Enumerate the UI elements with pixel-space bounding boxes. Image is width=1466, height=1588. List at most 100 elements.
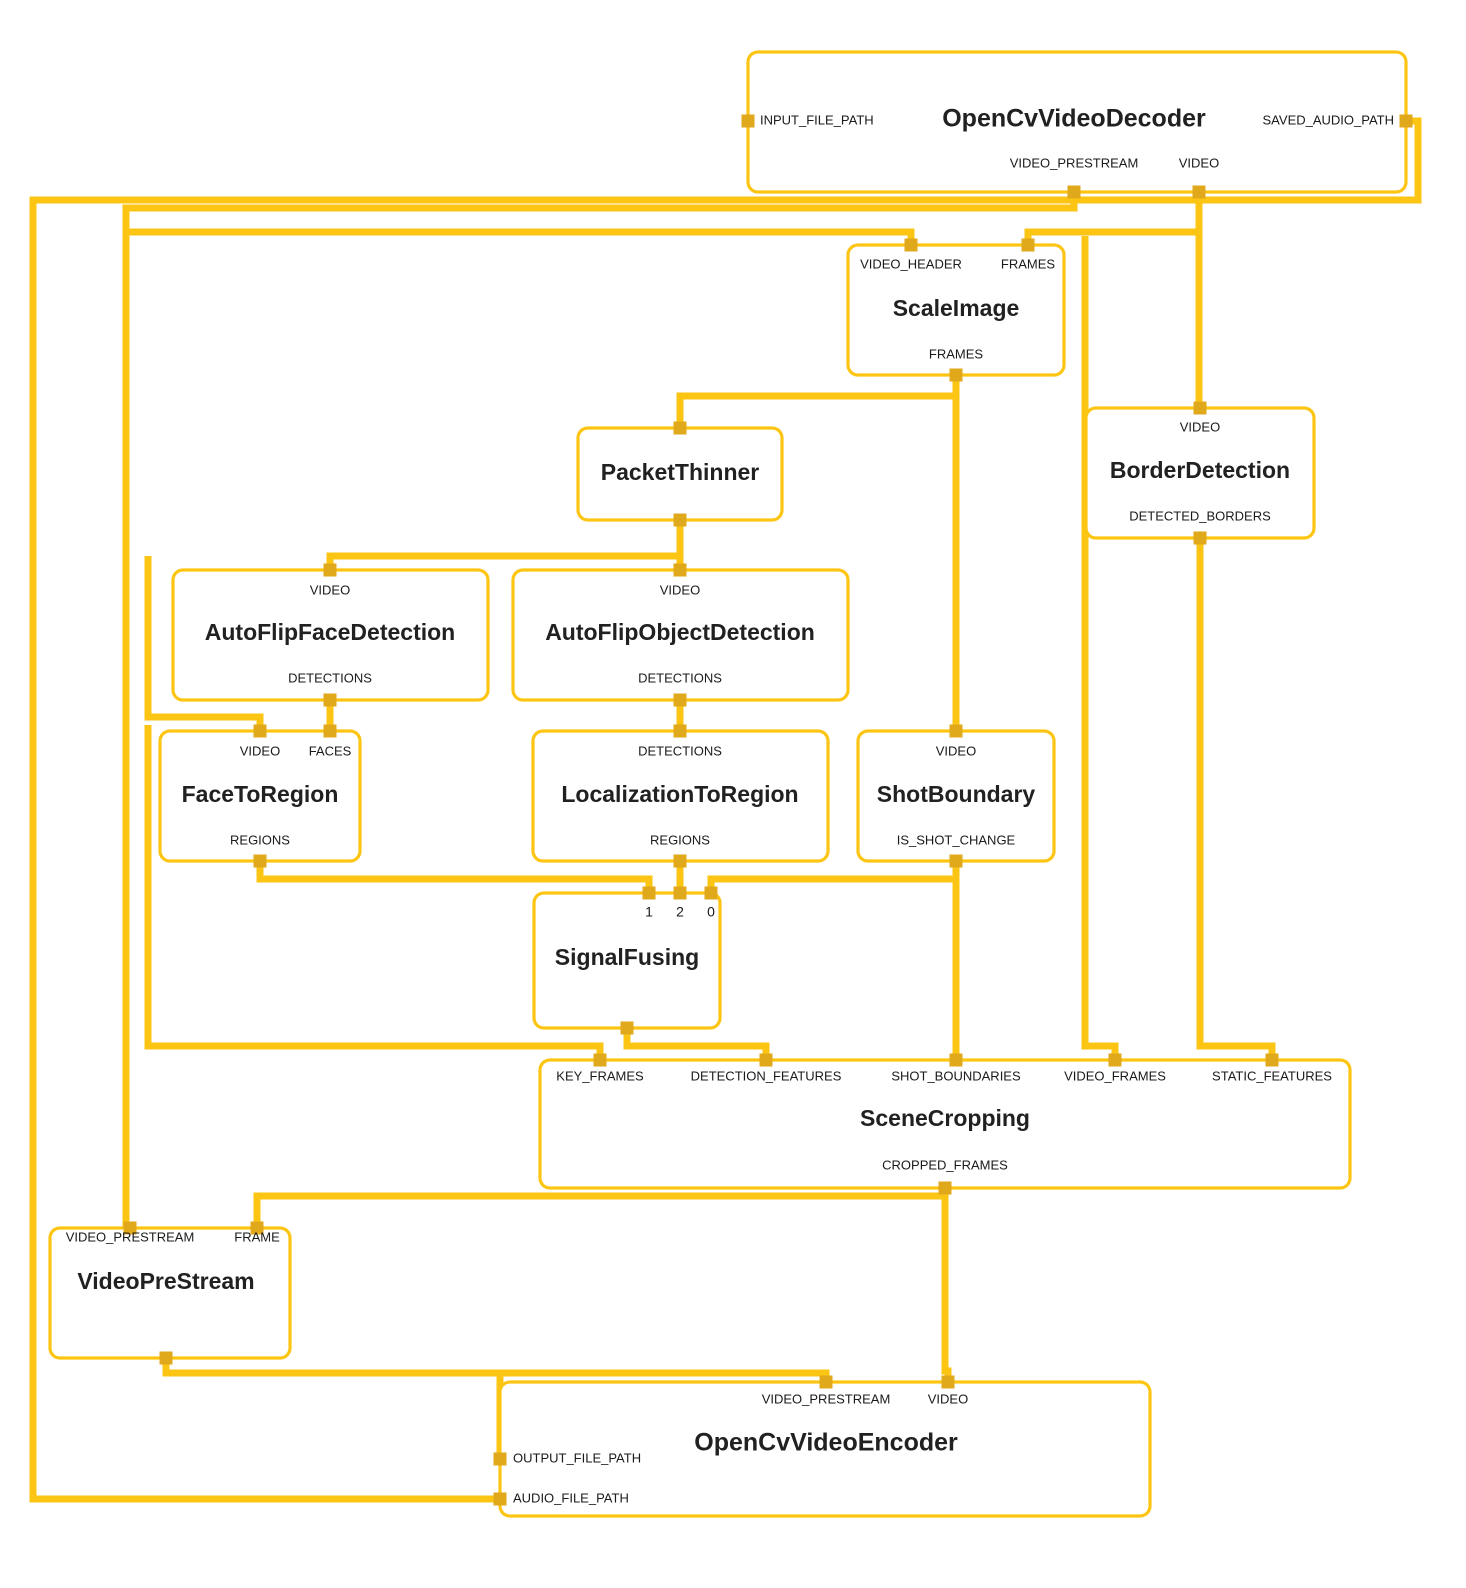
port-square[interactable] xyxy=(759,1053,773,1067)
port-square[interactable] xyxy=(904,238,918,252)
port-scale_image-FRAMES[interactable]: FRAMES xyxy=(1001,238,1056,272)
port-label: DETECTIONS xyxy=(288,670,372,685)
port-scene_cropping-DETECTION_FEATURES[interactable]: DETECTION_FEATURES xyxy=(691,1053,842,1084)
port-localization_to_region-REGIONS[interactable]: REGIONS xyxy=(650,832,710,868)
port-opencv_video_decoder-SAVED_AUDIO_PATH[interactable]: SAVED_AUDIO_PATH xyxy=(1263,112,1413,128)
port-square[interactable] xyxy=(949,724,963,738)
port-label: FRAME xyxy=(234,1229,280,1244)
node-packet_thinner[interactable]: PacketThinner xyxy=(576,426,784,522)
port-opencv_video_decoder-INPUT_FILE_PATH[interactable]: INPUT_FILE_PATH xyxy=(741,112,874,128)
port-face_to_region-REGIONS[interactable]: REGIONS xyxy=(230,832,290,868)
port-border_detection-DETECTED_BORDERS[interactable]: DETECTED_BORDERS xyxy=(1129,508,1271,545)
node-localization_to_region[interactable]: LocalizationToRegion xyxy=(531,729,830,863)
port-border_detection-VIDEO[interactable]: VIDEO xyxy=(1180,401,1220,435)
port-square[interactable] xyxy=(159,1351,173,1365)
port-square[interactable] xyxy=(1193,401,1207,415)
port-localization_to_region-DETECTIONS[interactable]: DETECTIONS xyxy=(638,724,722,759)
node-face_to_region[interactable]: FaceToRegion xyxy=(158,729,362,863)
port-face_to_region-VIDEO[interactable]: VIDEO xyxy=(240,724,280,759)
port-square[interactable] xyxy=(493,1452,507,1466)
port-video_prestream-p2[interactable] xyxy=(159,1351,173,1365)
port-square[interactable] xyxy=(949,1053,963,1067)
port-signal_fusing-0[interactable]: 0 xyxy=(704,886,718,920)
port-scene_cropping-SHOT_BOUNDARIES[interactable]: SHOT_BOUNDARIES xyxy=(891,1053,1021,1084)
port-label: DETECTION_FEATURES xyxy=(691,1068,842,1083)
port-opencv_video_encoder-VIDEO_PRESTREAM[interactable]: VIDEO_PRESTREAM xyxy=(762,1375,891,1407)
port-autoflip_object_detection-VIDEO[interactable]: VIDEO xyxy=(660,563,700,598)
port-square[interactable] xyxy=(1067,185,1081,199)
port-opencv_video_decoder-VIDEO[interactable]: VIDEO xyxy=(1179,155,1219,199)
port-square[interactable] xyxy=(493,1492,507,1506)
port-signal_fusing-1[interactable]: 1 xyxy=(642,886,656,920)
port-scene_cropping-CROPPED_FRAMES[interactable]: CROPPED_FRAMES xyxy=(882,1157,1008,1195)
port-autoflip_face_detection-DETECTIONS[interactable]: DETECTIONS xyxy=(288,670,372,707)
port-square[interactable] xyxy=(949,368,963,382)
port-square[interactable] xyxy=(323,563,337,577)
port-square[interactable] xyxy=(620,1021,634,1035)
port-scene_cropping-KEY_FRAMES[interactable]: KEY_FRAMES xyxy=(556,1053,644,1084)
port-scale_image-VIDEO_HEADER[interactable]: VIDEO_HEADER xyxy=(860,238,962,272)
port-square[interactable] xyxy=(1021,238,1035,252)
port-autoflip_object_detection-DETECTIONS[interactable]: DETECTIONS xyxy=(638,670,722,707)
node-autoflip_object_detection[interactable]: AutoFlipObjectDetection xyxy=(511,568,850,702)
port-square[interactable] xyxy=(323,724,337,738)
port-shot_boundary-VIDEO[interactable]: VIDEO xyxy=(936,724,976,759)
port-square[interactable] xyxy=(642,886,656,900)
port-signal_fusing-2[interactable]: 2 xyxy=(673,886,687,920)
port-face_to_region-FACES[interactable]: FACES xyxy=(309,724,352,759)
port-label: FRAMES xyxy=(1001,256,1056,271)
port-square[interactable] xyxy=(673,886,687,900)
node-video_prestream[interactable]: VideoPreStream xyxy=(48,1226,292,1360)
port-square[interactable] xyxy=(673,854,687,868)
port-signal_fusing-p3[interactable] xyxy=(620,1021,634,1035)
port-square[interactable] xyxy=(1265,1053,1279,1067)
port-square[interactable] xyxy=(673,421,687,435)
port-square[interactable] xyxy=(941,1375,955,1389)
node-opencv_video_encoder[interactable]: OpenCvVideoEncoder xyxy=(498,1380,1152,1518)
port-label: VIDEO_PRESTREAM xyxy=(66,1229,195,1244)
port-autoflip_face_detection-VIDEO[interactable]: VIDEO xyxy=(310,563,350,598)
port-opencv_video_encoder-OUTPUT_FILE_PATH[interactable]: OUTPUT_FILE_PATH xyxy=(493,1450,642,1466)
node-scene_cropping[interactable]: SceneCropping xyxy=(538,1058,1352,1190)
port-label: 1 xyxy=(645,904,653,920)
port-packet_thinner-p1[interactable] xyxy=(673,513,687,527)
port-square[interactable] xyxy=(1192,185,1206,199)
port-shot_boundary-IS_SHOT_CHANGE[interactable]: IS_SHOT_CHANGE xyxy=(897,832,1016,868)
node-signal_fusing[interactable]: SignalFusing xyxy=(532,891,722,1030)
port-label: VIDEO_HEADER xyxy=(860,256,962,271)
node-scale_image[interactable]: ScaleImage xyxy=(846,243,1066,377)
edge-decoder-audio-to-encoder-audio: OpenCvVideoDecoder.SAVED_AUDIO_PATH → Op… xyxy=(29,117,1422,1503)
port-scale_image-FRAMES[interactable]: FRAMES xyxy=(929,346,984,382)
port-scene_cropping-VIDEO_FRAMES[interactable]: VIDEO_FRAMES xyxy=(1064,1053,1166,1084)
port-square[interactable] xyxy=(673,563,687,577)
port-square[interactable] xyxy=(593,1053,607,1067)
port-square[interactable] xyxy=(1193,531,1207,545)
port-square[interactable] xyxy=(741,114,755,128)
port-packet_thinner-p0[interactable] xyxy=(673,421,687,435)
port-square[interactable] xyxy=(704,886,718,900)
port-square[interactable] xyxy=(253,854,267,868)
port-square[interactable] xyxy=(949,854,963,868)
port-square[interactable] xyxy=(123,1221,137,1235)
port-label: FRAMES xyxy=(929,346,984,361)
port-opencv_video_decoder-VIDEO_PRESTREAM[interactable]: VIDEO_PRESTREAM xyxy=(1010,155,1139,199)
port-square[interactable] xyxy=(323,693,337,707)
port-opencv_video_encoder-AUDIO_FILE_PATH[interactable]: AUDIO_FILE_PATH xyxy=(493,1490,629,1506)
port-video_prestream-VIDEO_PRESTREAM[interactable]: VIDEO_PRESTREAM xyxy=(66,1221,195,1245)
node-title: AutoFlipFaceDetection xyxy=(205,619,455,645)
port-square[interactable] xyxy=(938,1181,952,1195)
port-video_prestream-FRAME[interactable]: FRAME xyxy=(234,1221,280,1245)
port-square[interactable] xyxy=(673,693,687,707)
port-square[interactable] xyxy=(250,1221,264,1235)
port-square[interactable] xyxy=(1399,114,1413,128)
port-scene_cropping-STATIC_FEATURES[interactable]: STATIC_FEATURES xyxy=(1212,1053,1332,1084)
port-opencv_video_encoder-VIDEO[interactable]: VIDEO xyxy=(928,1375,968,1407)
port-square[interactable] xyxy=(819,1375,833,1389)
port-square[interactable] xyxy=(1108,1053,1122,1067)
port-square[interactable] xyxy=(673,724,687,738)
node-title: ShotBoundary xyxy=(877,781,1036,807)
port-square[interactable] xyxy=(673,513,687,527)
port-label: VIDEO xyxy=(936,743,976,758)
edge-border-to-scenecrop-static: BorderDetection.DETECTED_BORDERS → Scene… xyxy=(1196,538,1276,1060)
port-square[interactable] xyxy=(253,724,267,738)
